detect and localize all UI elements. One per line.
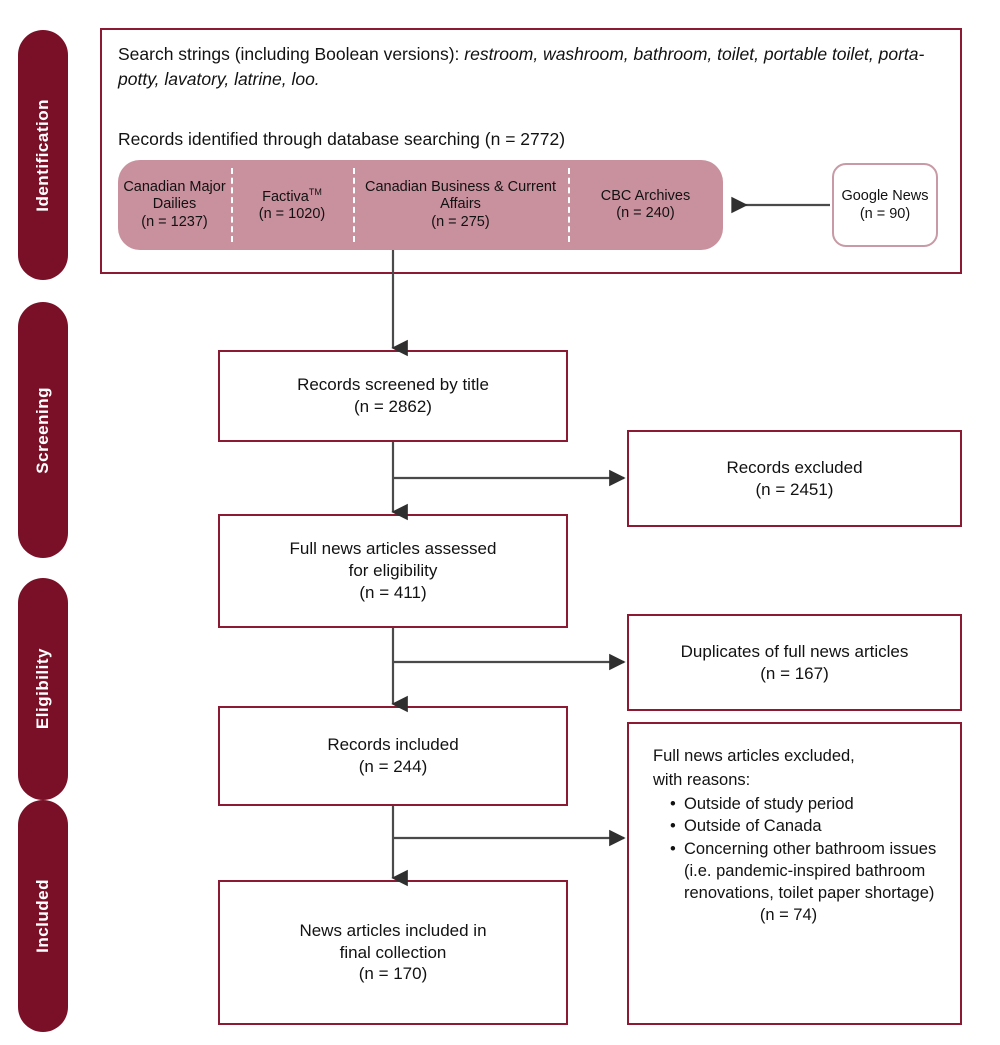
database-name: CBC Archives — [600, 187, 691, 204]
records-identified-text: Records identified through database sear… — [118, 129, 566, 149]
exclusion-reasons-count: (n = 74) — [759, 906, 818, 925]
stage-pill-screening: Screening — [18, 302, 68, 558]
search-strings-text: Search strings (including Boolean versio… — [118, 42, 946, 93]
final-collection-count: (n = 170) — [358, 964, 428, 984]
full-articles-assessed-box: Full news articles assessed for eligibil… — [218, 514, 568, 628]
database-count: (n = 240) — [616, 205, 675, 221]
exclusion-reasons-box: Full news articles excluded, with reason… — [627, 722, 962, 1025]
stage-pill-eligibility: Eligibility — [18, 578, 68, 800]
records-included-count: (n = 244) — [358, 757, 428, 776]
exclusion-reason-item: Concerning other bathroom issues (i.e. p… — [670, 839, 944, 904]
final-collection-title-line2: final collection — [339, 942, 447, 962]
google-news-count: (n = 90) — [859, 206, 911, 222]
records-excluded-title: Records excluded — [726, 457, 863, 477]
exclusion-reasons-head-line2: with reasons: — [653, 770, 751, 789]
full-articles-assessed-title-line1: Full news articles assessed — [289, 539, 497, 559]
full-articles-assessed-title-line2: for eligibility — [348, 561, 438, 581]
records-screened-count: (n = 2862) — [354, 397, 432, 416]
google-news-name: Google News — [841, 187, 929, 204]
exclusion-reason-item: Outside of Canada — [670, 816, 944, 838]
database-count: (n = 1237) — [141, 213, 208, 230]
final-collection-box: News articles included in final collecti… — [218, 880, 568, 1025]
records-screened-box: Records screened by title (n = 2862) — [218, 350, 568, 442]
google-news-source-box: Google News (n = 90) — [832, 163, 938, 247]
database-cell-canadian-business-current-affairs: Canadian Business & Current Affairs (n =… — [353, 160, 568, 250]
records-included-box: Records included (n = 244) — [218, 706, 568, 806]
database-count: (n = 1020) — [258, 205, 326, 222]
records-screened-title: Records screened by title — [297, 375, 489, 395]
full-articles-assessed-count: (n = 411) — [359, 582, 427, 602]
trademark-superscript: TM — [308, 186, 322, 197]
exclusion-reason-item: Outside of study period — [670, 794, 944, 816]
records-excluded-count: (n = 2451) — [755, 479, 834, 499]
search-strings-lead: Search strings (including Boolean versio… — [118, 44, 460, 64]
database-name: FactivaTM — [262, 186, 322, 205]
database-count: (n = 275) — [431, 213, 490, 230]
exclusion-reasons-head-line1: Full news articles excluded, — [653, 747, 855, 765]
final-collection-title-line1: News articles included in — [299, 920, 487, 940]
database-name: Canadian Major Dailies — [123, 178, 226, 213]
database-cell-cbc-archives: CBC Archives (n = 240) — [568, 160, 723, 250]
records-included-title: Records included — [327, 735, 459, 755]
stage-label-eligibility: Eligibility — [33, 648, 52, 730]
duplicates-title: Duplicates of full news articles — [680, 641, 909, 661]
stage-label-identification: Identification — [33, 98, 52, 212]
database-name: Canadian Business & Current Affairs — [364, 178, 557, 213]
database-sources-band: Canadian Major Dailies (n = 1237) Factiv… — [118, 160, 723, 250]
stage-pill-identification: Identification — [18, 30, 68, 280]
records-excluded-box: Records excluded (n = 2451) — [627, 430, 962, 527]
search-strings-terms: restroom, washroom, bathroom, toilet, po… — [118, 44, 925, 90]
exclusion-reasons-list: Outside of study period Outside of Canad… — [653, 794, 944, 905]
duplicates-count: (n = 167) — [760, 663, 829, 683]
stage-pill-included: Included — [18, 800, 68, 1032]
stage-label-screening: Screening — [33, 386, 52, 474]
database-cell-canadian-major-dailies: Canadian Major Dailies (n = 1237) — [118, 160, 231, 250]
database-cell-factiva: FactivaTM (n = 1020) — [231, 160, 353, 250]
stage-label-included: Included — [33, 879, 52, 953]
duplicates-box: Duplicates of full news articles (n = 16… — [627, 614, 962, 711]
